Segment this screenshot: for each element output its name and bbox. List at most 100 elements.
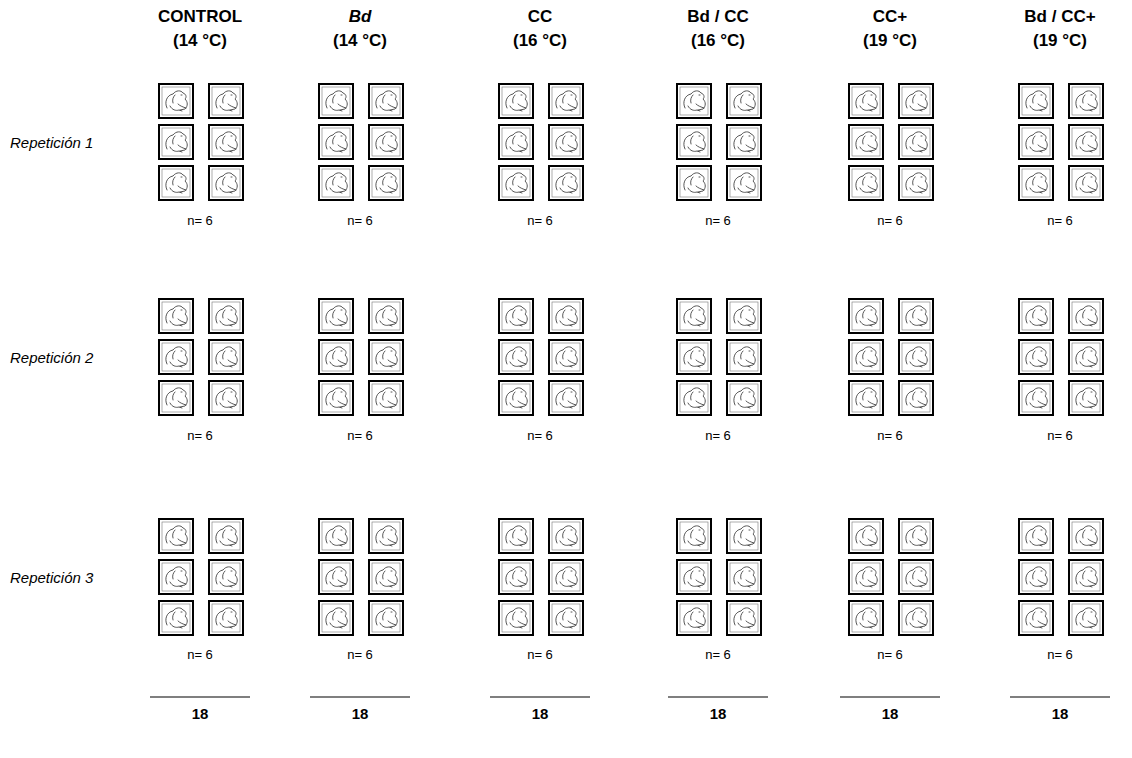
frog-icon [734, 388, 755, 408]
frog-icon [216, 608, 237, 628]
frog-box [677, 299, 711, 333]
box-inner [212, 343, 240, 371]
frog-icon [216, 91, 237, 111]
box-inner [730, 604, 758, 632]
frog-icon [166, 388, 187, 408]
box-outline [849, 299, 883, 333]
frog-icon [906, 388, 927, 408]
box-inner [322, 604, 350, 632]
box-inner [552, 302, 580, 330]
box-inner [902, 384, 930, 412]
box-outline [849, 166, 883, 200]
sample-size: n= 6 [527, 429, 553, 443]
frog-icon [216, 306, 237, 326]
box-inner [852, 343, 880, 371]
box-outline [319, 166, 353, 200]
box-inner [902, 302, 930, 330]
box-inner [852, 87, 880, 115]
frog-box [849, 340, 883, 374]
frog-icon [906, 567, 927, 587]
box-inner [852, 128, 880, 156]
box-inner [852, 563, 880, 591]
box-outline [159, 166, 193, 200]
frog-box [1019, 381, 1053, 415]
box-inner [1072, 128, 1100, 156]
box-inner [322, 563, 350, 591]
frog-icon [166, 173, 187, 193]
frog-icon [166, 347, 187, 367]
frog-box [209, 560, 243, 594]
box-inner [1022, 128, 1050, 156]
frog-icon [856, 173, 877, 193]
sample-size: n= 6 [705, 429, 731, 443]
box-inner [730, 343, 758, 371]
frog-icon [734, 347, 755, 367]
box-inner [372, 384, 400, 412]
frog-icon [326, 173, 347, 193]
box-inner [502, 169, 530, 197]
box-outline [209, 519, 243, 553]
frog-icon [1076, 132, 1097, 152]
box-outline [899, 84, 933, 118]
box-outline [899, 299, 933, 333]
frog-box [499, 601, 533, 635]
frog-box [159, 84, 193, 118]
box-outline [209, 84, 243, 118]
frog-box [677, 84, 711, 118]
frog-box [319, 166, 353, 200]
box-inner [212, 128, 240, 156]
frog-icon [326, 91, 347, 111]
box-outline [549, 299, 583, 333]
frog-icon [326, 608, 347, 628]
box-outline [159, 560, 193, 594]
box-outline [677, 340, 711, 374]
frog-box [209, 519, 243, 553]
frog-icon [216, 132, 237, 152]
frog-icon [684, 306, 705, 326]
frog-box [209, 340, 243, 374]
box-outline [319, 340, 353, 374]
frog-icon [556, 132, 577, 152]
box-inner [502, 604, 530, 632]
frog-box [319, 125, 353, 159]
box-outline [159, 601, 193, 635]
frog-icon [506, 173, 527, 193]
box-inner [1022, 302, 1050, 330]
frog-box [677, 601, 711, 635]
box-outline [899, 601, 933, 635]
box-inner [212, 563, 240, 591]
box-inner [502, 343, 530, 371]
sample-size: n= 6 [347, 429, 373, 443]
frog-icon [856, 567, 877, 587]
box-inner [322, 302, 350, 330]
box-inner [1022, 343, 1050, 371]
frog-box [677, 381, 711, 415]
box-outline [159, 340, 193, 374]
frog-icon [326, 347, 347, 367]
sample-size: n= 6 [347, 214, 373, 228]
box-inner [502, 384, 530, 412]
box-inner [730, 522, 758, 550]
box-inner [730, 384, 758, 412]
frog-icon [376, 306, 397, 326]
frog-icon [1026, 132, 1047, 152]
box-inner [552, 384, 580, 412]
frog-icon [1026, 173, 1047, 193]
frog-box [899, 84, 933, 118]
frog-icon [1026, 388, 1047, 408]
box-outline [677, 560, 711, 594]
frog-box [677, 125, 711, 159]
frog-box [319, 560, 353, 594]
frog-box [369, 340, 403, 374]
box-inner [502, 87, 530, 115]
box-outline [369, 166, 403, 200]
frog-box [1069, 84, 1103, 118]
box-outline [369, 560, 403, 594]
frog-icon [166, 608, 187, 628]
frog-box [549, 560, 583, 594]
box-outline [159, 84, 193, 118]
frog-box [209, 166, 243, 200]
frog-box [849, 166, 883, 200]
frog-icon [506, 388, 527, 408]
frog-icon [734, 526, 755, 546]
